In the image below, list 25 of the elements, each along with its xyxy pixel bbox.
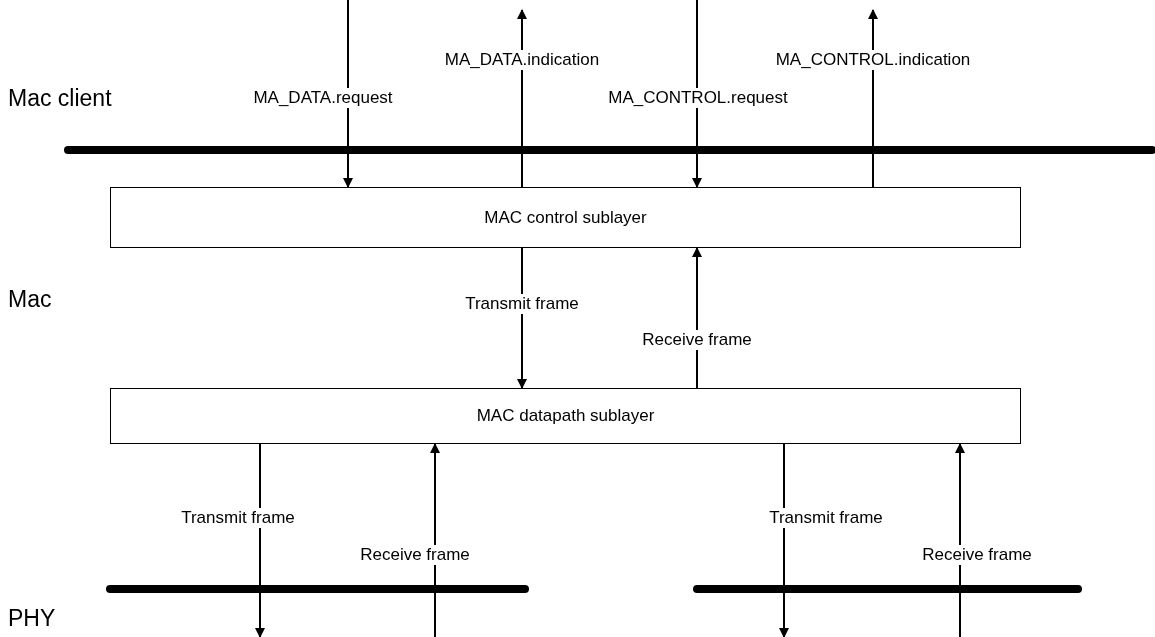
arrow <box>779 443 789 637</box>
edge-label: Transmit frame <box>179 508 297 528</box>
sublayer-box <box>110 187 1021 248</box>
sublayer-name: MAC control sublayer <box>484 207 647 228</box>
arrow <box>868 9 878 188</box>
layer-label: PHY <box>8 605 56 631</box>
edge-label: Transmit frame <box>463 294 581 314</box>
edge-label: MA_CONTROL.request <box>606 88 790 108</box>
arrow <box>955 443 965 637</box>
sublayer-box <box>110 388 1021 444</box>
sublayer-name: MAC datapath sublayer <box>476 406 655 426</box>
edge-label: Transmit frame <box>767 508 885 528</box>
edge-label: MA_DATA.request <box>251 88 395 108</box>
arrow <box>692 0 702 188</box>
arrow <box>692 247 702 389</box>
arrow <box>517 247 527 389</box>
arrow <box>255 443 265 637</box>
edge-label: Receive frame <box>920 545 1034 565</box>
layer-label: Mac <box>8 286 52 312</box>
edge-label: Receive frame <box>358 545 472 565</box>
layer-label: Mac client <box>8 85 112 111</box>
arrow <box>430 443 440 637</box>
arrow <box>517 9 527 188</box>
arrow <box>343 0 353 188</box>
edge-label: Receive frame <box>640 330 754 350</box>
